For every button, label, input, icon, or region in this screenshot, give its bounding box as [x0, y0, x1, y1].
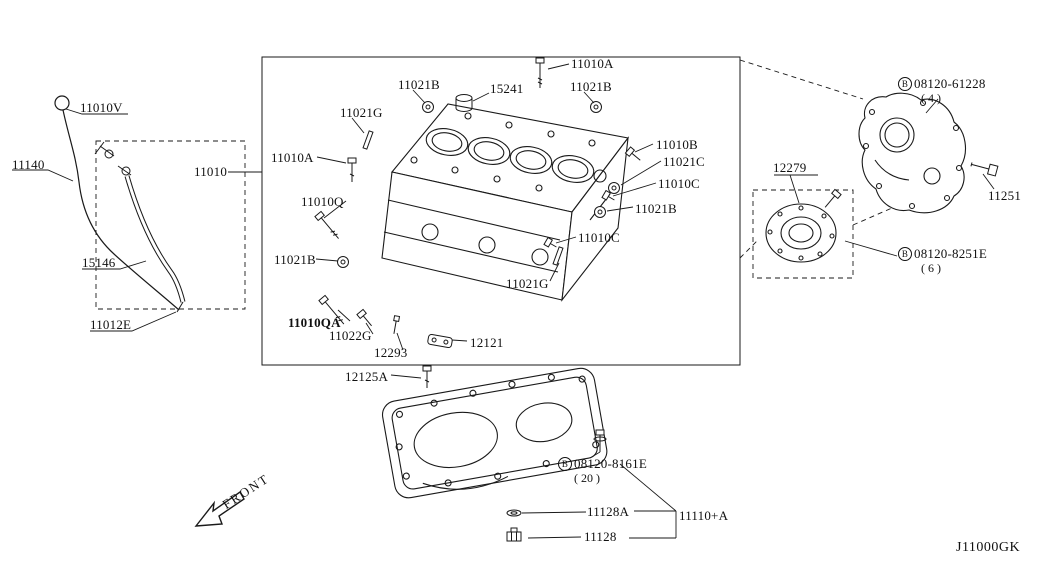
part-label-15146[interactable]: 15146	[82, 255, 116, 270]
bolt-11010a-left-drawing	[347, 157, 357, 182]
part-label-15241[interactable]: 15241	[490, 81, 524, 96]
part-label-11010c-2[interactable]: 11010C	[578, 230, 620, 245]
assembly-dashed-lines	[95, 59, 893, 310]
part-label-11021c[interactable]: 11021C	[663, 154, 705, 169]
part-label-11010a-2[interactable]: 11010A	[271, 150, 314, 165]
qty-08120-61228: ( 4 )	[921, 91, 941, 105]
part-label-11021b-1[interactable]: 11021B	[398, 77, 440, 92]
gauge-guide-tube-drawing	[124, 175, 186, 313]
part-label-11251[interactable]: 11251	[988, 188, 1022, 203]
part-number-text: 08120-61228	[914, 76, 986, 91]
block-enclosure-box	[261, 56, 741, 366]
bolt-11010c-lower-drawing	[543, 236, 557, 248]
leader-lines	[12, 63, 995, 539]
part-label-11128a[interactable]: 11128A	[587, 504, 630, 519]
plug-11021c-drawing	[608, 182, 620, 194]
stud-12293-drawing	[393, 315, 401, 334]
part-label-11021g-2[interactable]: 11021G	[506, 276, 549, 291]
part-label-11022g[interactable]: 11022G	[329, 328, 372, 343]
part-label-11010qa[interactable]: 11010QA	[288, 315, 341, 330]
rear-plate-drawing	[858, 92, 967, 214]
part-number-text: 08120-8161E	[574, 456, 647, 471]
bolt-11010c-upper-drawing	[601, 189, 615, 201]
stud-11021g-top-drawing	[362, 130, 374, 150]
bolt-11010q-drawing	[314, 210, 339, 239]
part-label-11010a-1[interactable]: 11010A	[571, 56, 614, 71]
plug-11021b-left-drawing	[337, 256, 349, 268]
part-label-11010[interactable]: 11010	[194, 164, 228, 179]
qty-08120-8251e: ( 6 )	[921, 261, 941, 275]
part-number-text: 08120-8251E	[914, 246, 987, 261]
bolt-11010b-drawing	[624, 146, 641, 161]
circled-b-icon: B	[558, 457, 572, 471]
part-label-11021b-3[interactable]: 11021B	[274, 252, 316, 267]
part-label-11140[interactable]: 11140	[12, 157, 45, 172]
part-label-12121[interactable]: 12121	[470, 335, 504, 350]
part-label-12293[interactable]: 12293	[374, 345, 408, 360]
bracket-12121-drawing	[427, 333, 453, 349]
qty-08120-8161e: ( 20 )	[574, 471, 600, 485]
part-label-11021g-1[interactable]: 11021G	[340, 105, 383, 120]
bolt-11010qa-drawing	[318, 294, 345, 325]
part-label-11021b-2[interactable]: 11021B	[570, 79, 612, 94]
part-label-12279[interactable]: 12279	[773, 160, 807, 175]
circled-b-icon: B	[898, 77, 912, 91]
part-label-11010c-1[interactable]: 11010C	[658, 176, 700, 191]
stud-11021g-bottom-drawing	[552, 246, 564, 266]
rear-oil-seal-drawing	[765, 203, 837, 263]
plug-11021b-right-drawing	[594, 206, 606, 218]
part-label-11010q[interactable]: 11010Q	[301, 194, 344, 209]
part-label-11021b-4[interactable]: 11021B	[635, 201, 677, 216]
part-label-11010b[interactable]: 11010B	[656, 137, 698, 152]
oil-level-gauge-drawing	[54, 95, 180, 311]
part-label-11010v[interactable]: 11010V	[80, 100, 123, 115]
bolt-08120-8161e-drawing	[593, 429, 607, 452]
part-15241-drawing	[455, 94, 473, 112]
cylinder-block-drawing	[381, 103, 629, 302]
drain-plug-11128-drawing	[506, 527, 522, 542]
part-label-12125a[interactable]: 12125A	[345, 369, 389, 384]
front-arrow	[194, 490, 245, 527]
part-label-11012e[interactable]: 11012E	[90, 317, 132, 332]
bolt-11010a-top-drawing	[535, 57, 545, 88]
part-label-11110-a[interactable]: 11110+A	[679, 508, 729, 523]
plug-11021b-top-drawing	[422, 101, 434, 113]
bolt-12125a-drawing	[422, 365, 432, 388]
bolt-08120-8251e-drawing	[824, 188, 842, 208]
circled-b-icon: B	[898, 247, 912, 261]
washer-11128a-drawing	[506, 509, 522, 517]
oil-pan-drawing	[381, 367, 608, 499]
bolt-11251-drawing	[970, 162, 999, 177]
diagram-code: J11000GK	[956, 540, 1021, 555]
part-label-11128[interactable]: 11128	[584, 529, 617, 544]
plug-11021b-right-top-drawing	[590, 101, 602, 113]
bolt-11022g-drawing	[356, 308, 372, 327]
